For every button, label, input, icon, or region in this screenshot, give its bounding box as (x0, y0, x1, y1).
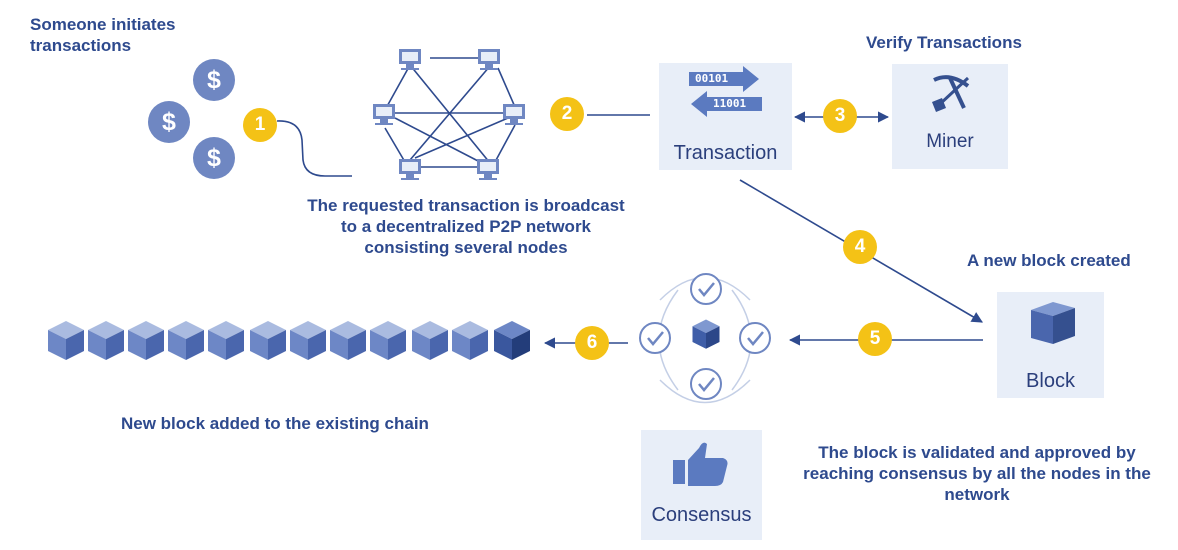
transaction-bits-top: 00101 (695, 72, 729, 85)
transaction-card: 00101 11001 Transaction (659, 63, 792, 170)
miner-card: Miner (892, 64, 1008, 169)
network-node-icon (478, 49, 500, 70)
network-node-icon (503, 104, 525, 125)
dollar-coin-icon: $ (193, 59, 235, 101)
check-circle-icon (690, 368, 722, 400)
dollar-coin-icon: $ (193, 137, 235, 179)
check-circle-icon (739, 322, 771, 354)
step-1-badge: 1 (243, 108, 277, 142)
transfer-arrows-icon (689, 66, 762, 117)
check-circle-icon (690, 273, 722, 305)
thumbs-up-icon (673, 442, 728, 486)
consensus-card: Consensus (641, 430, 762, 540)
consensus-cube-icon (692, 319, 720, 349)
chain-caption: New block added to the existing chain (121, 414, 429, 433)
network-node-icon (399, 159, 421, 180)
block-card: Block (997, 292, 1104, 398)
block-cube-icon (1031, 302, 1075, 344)
consensus-caption: The block is validated and approved by r… (803, 443, 1151, 504)
step-6-badge: 6 (575, 326, 609, 360)
dollar-coin-icon: $ (148, 101, 190, 143)
transaction-bits-bottom: 11001 (713, 97, 747, 110)
step-3-badge: 3 (823, 99, 857, 133)
step-5-badge: 5 (858, 322, 892, 356)
network-node-icon (373, 104, 395, 125)
initiator-caption: Someone initiates transactions (30, 15, 176, 55)
p2p-network (384, 57, 516, 168)
step-4-badge: 4 (843, 230, 877, 264)
network-node-icon (477, 159, 499, 180)
new-block-cube-icon (494, 321, 530, 360)
transaction-label: Transaction (673, 142, 778, 164)
pickaxe-shovel-icon (932, 75, 970, 112)
block-title: A new block created (967, 251, 1131, 270)
block-label: Block (1026, 370, 1075, 392)
connector-step1 (276, 120, 352, 177)
miner-label: Miner (926, 131, 974, 152)
broadcast-caption: The requested transaction is broadcast t… (307, 196, 625, 257)
step-2-badge: 2 (550, 97, 584, 131)
consensus-label: Consensus (651, 504, 752, 526)
network-node-icon (399, 49, 421, 70)
check-circle-icon (639, 322, 671, 354)
blockchain (48, 321, 530, 360)
miner-title: Verify Transactions (866, 33, 1022, 52)
